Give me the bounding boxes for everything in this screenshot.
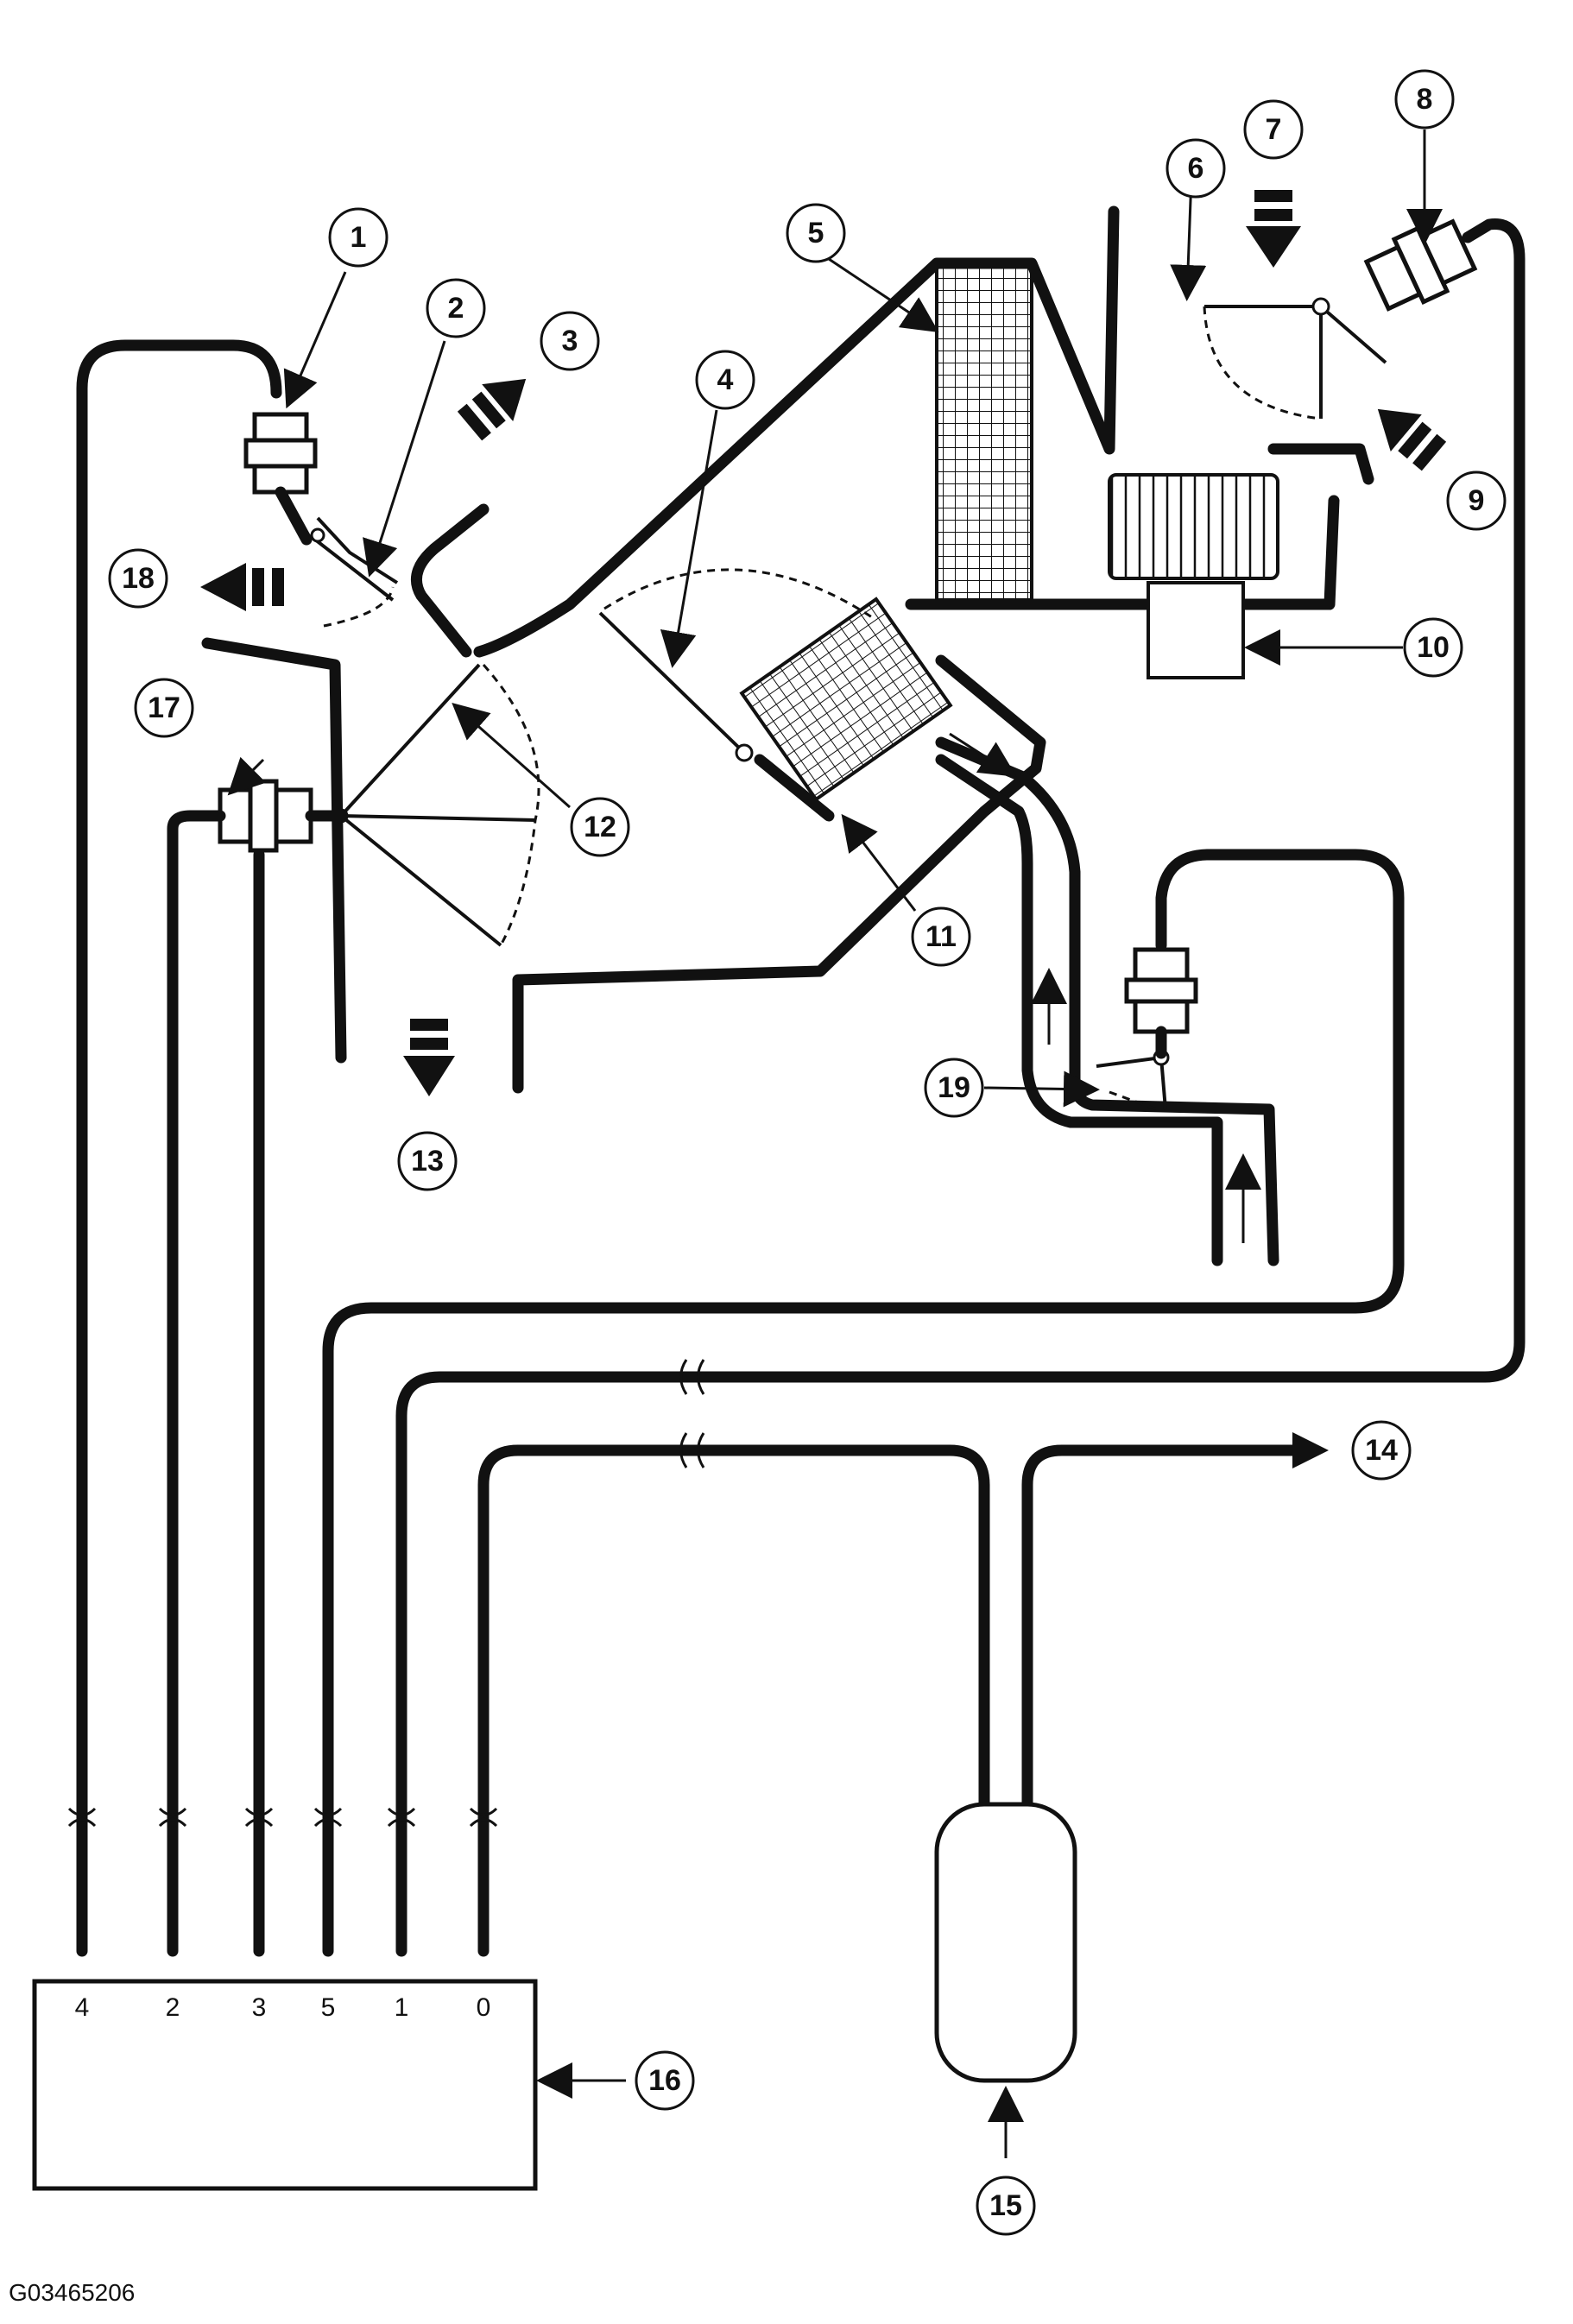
panel-duct-left-wall	[410, 503, 490, 658]
line-port-0	[477, 1444, 990, 1957]
svg-text:9: 9	[1469, 484, 1485, 517]
actuator-19	[1124, 947, 1198, 1059]
blend-door	[333, 663, 540, 947]
line-port-2	[167, 810, 226, 1957]
control-switch-box	[32, 1979, 538, 2191]
svg-text:16: 16	[648, 2064, 681, 2097]
callout-19: 19	[924, 1058, 984, 1118]
callout-10: 10	[1403, 617, 1463, 678]
left-wall-upper	[201, 637, 347, 1064]
line-port-5	[322, 849, 1405, 1957]
actuator-17	[218, 779, 347, 853]
callout-5: 5	[786, 203, 846, 263]
callout-17: 17	[134, 678, 194, 738]
airflow-arrow-3	[457, 378, 527, 441]
callout-8: 8	[1394, 69, 1455, 129]
callout-7: 7	[1243, 99, 1304, 160]
svg-text:3: 3	[562, 325, 578, 357]
actuator-1	[243, 412, 318, 546]
callout-2: 2	[426, 278, 486, 338]
svg-text:10: 10	[1417, 631, 1450, 664]
cabin-filter	[739, 597, 953, 802]
svg-text:13: 13	[411, 1145, 444, 1178]
svg-text:5: 5	[808, 217, 824, 249]
port-label-5: 5	[321, 1993, 336, 2022]
svg-text:15: 15	[989, 2189, 1022, 2222]
recirc-pipe-outer	[935, 736, 1279, 1266]
svg-text:4: 4	[717, 363, 734, 396]
airflow-arrow-13	[403, 1019, 455, 1096]
recirc-pipe-inner	[935, 754, 1223, 1266]
port-label-4: 4	[75, 1993, 90, 2022]
svg-text:11: 11	[925, 920, 957, 953]
svg-text:1: 1	[351, 221, 367, 254]
callout-15: 15	[976, 2176, 1036, 2236]
callout-3: 3	[540, 311, 600, 371]
svg-text:18: 18	[122, 562, 155, 595]
svg-text:17: 17	[148, 692, 180, 724]
airflow-arrow-18	[200, 563, 284, 611]
callout-18: 18	[108, 548, 168, 609]
port-label-3: 3	[252, 1993, 267, 2022]
heater-core-filter	[935, 262, 1033, 602]
blower-motor	[1108, 473, 1279, 679]
svg-text:6: 6	[1188, 152, 1204, 185]
callout-13: 13	[397, 1131, 458, 1191]
callout-11: 11	[911, 906, 971, 967]
line-port-1	[395, 218, 1526, 1957]
airflow-arrow-7	[1246, 190, 1301, 268]
svg-text:8: 8	[1417, 83, 1433, 116]
svg-text:14: 14	[1365, 1434, 1398, 1467]
callout-1: 1	[328, 207, 389, 268]
evap-housing	[905, 495, 1340, 610]
outside-air-flap	[1267, 443, 1374, 485]
port-label-0: 0	[477, 1993, 491, 2022]
port-label-1: 1	[395, 1993, 409, 2022]
port-labels: 4 2 3 5 1 0	[75, 1993, 491, 2022]
callout-16: 16	[635, 2050, 695, 2111]
temp-door	[598, 568, 873, 762]
figure-id: G03465206	[9, 2279, 135, 2306]
callout-6: 6	[1166, 138, 1226, 199]
callout-14: 14	[1351, 1420, 1412, 1481]
callout-leaders	[227, 129, 1443, 1108]
svg-text:7: 7	[1266, 113, 1282, 146]
mode-door	[310, 516, 399, 628]
recirc-flow-arrows	[949, 732, 1261, 1243]
line-port-4	[76, 339, 282, 1957]
vacuum-lines	[76, 218, 1526, 1957]
actuator-8	[1363, 218, 1478, 312]
duct-lower-wall	[512, 654, 1046, 1094]
airflow-arrow-9	[1377, 408, 1447, 471]
svg-text:19: 19	[938, 1071, 970, 1104]
callout-12: 12	[570, 797, 630, 857]
svg-text:2: 2	[448, 292, 464, 325]
vacuum-reservoir	[934, 1802, 1077, 2083]
line-breaks	[67, 1359, 705, 1828]
callout-4: 4	[695, 350, 755, 410]
recirc-door	[1203, 297, 1387, 420]
cabin-filter-edge	[754, 754, 835, 822]
line-reservoir-out	[1021, 1444, 1310, 1810]
port-label-2: 2	[166, 1993, 180, 2022]
callout-9: 9	[1446, 470, 1507, 531]
svg-text:12: 12	[584, 811, 616, 843]
